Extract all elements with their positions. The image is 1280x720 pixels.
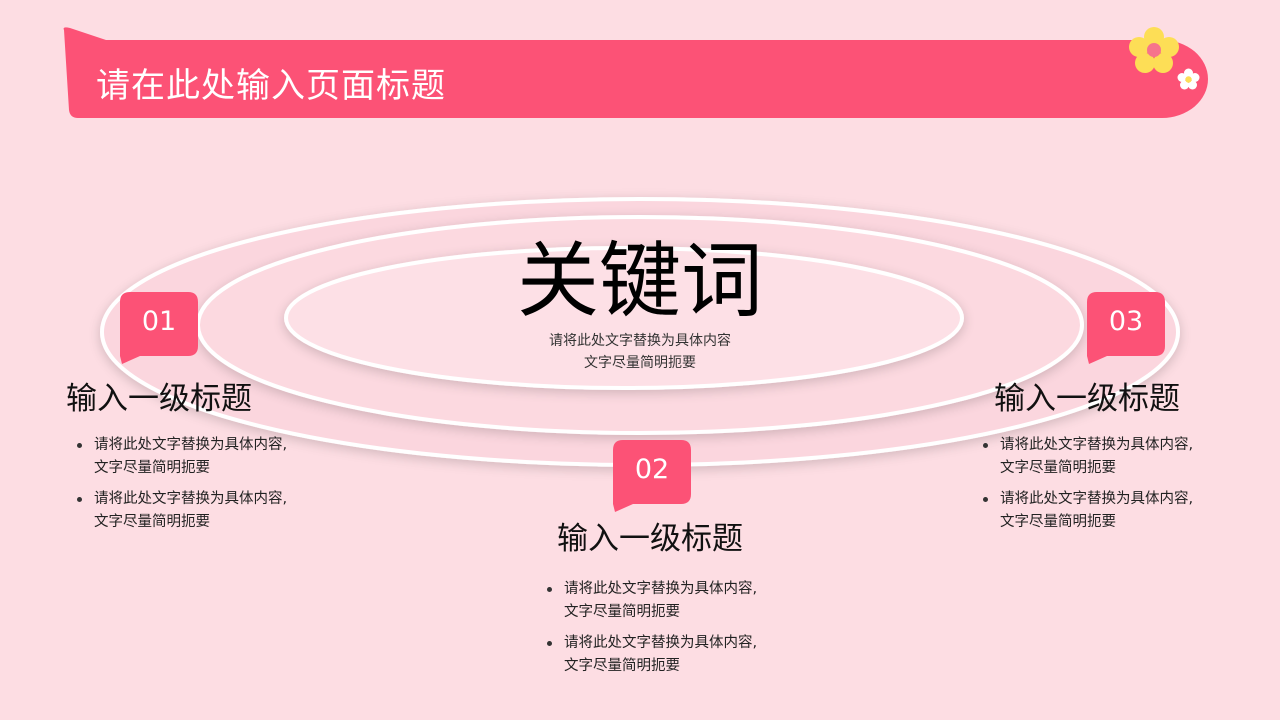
list-item: 请将此处文字替换为具体内容, 文字尽量简明扼要 — [538, 578, 808, 624]
bullet-list: 请将此处文字替换为具体内容, 文字尽量简明扼要 请将此处文字替换为具体内容, 文… — [974, 434, 1244, 542]
number-badge-01: 01 — [120, 292, 198, 372]
bullet-line: 文字尽量简明扼要 — [1000, 514, 1116, 530]
bullet-line: 文字尽量简明扼要 — [94, 514, 210, 530]
badge-number: 01 — [141, 306, 177, 337]
bullet-line: 请将此处文字替换为具体内容, — [564, 635, 758, 651]
number-badge-03: 03 — [1087, 292, 1165, 372]
bullet-icon — [983, 497, 988, 502]
page-title: 请在此处输入页面标题 — [96, 66, 446, 106]
inner-ring — [284, 246, 964, 390]
bullet-line: 文字尽量简明扼要 — [564, 604, 680, 620]
bullet-line: 请将此处文字替换为具体内容, — [1000, 491, 1194, 507]
list-item: 请将此处文字替换为具体内容, 文字尽量简明扼要 — [974, 434, 1244, 480]
keyword-description: 请将此处文字替换为具体内容 文字尽量简明扼要 — [440, 330, 840, 374]
keyword-title: 关键词 — [516, 234, 763, 329]
keyword-desc-line: 文字尽量简明扼要 — [584, 355, 696, 371]
list-item: 请将此处文字替换为具体内容, 文字尽量简明扼要 — [68, 434, 338, 480]
bullet-line: 文字尽量简明扼要 — [94, 460, 210, 476]
bullet-icon — [547, 587, 552, 592]
bullet-list: 请将此处文字替换为具体内容, 文字尽量简明扼要 请将此处文字替换为具体内容, 文… — [538, 578, 808, 686]
number-badge-02: 02 — [613, 440, 691, 520]
bullet-icon — [983, 443, 988, 448]
section-heading: 输入一级标题 — [66, 381, 252, 417]
header-banner — [62, 26, 1210, 119]
list-item: 请将此处文字替换为具体内容, 文字尽量简明扼要 — [538, 632, 808, 678]
badge-number: 02 — [634, 454, 670, 485]
bullet-line: 文字尽量简明扼要 — [564, 658, 680, 674]
bullet-line: 请将此处文字替换为具体内容, — [94, 491, 288, 507]
bullet-icon — [77, 443, 82, 448]
bullet-list: 请将此处文字替换为具体内容, 文字尽量简明扼要 请将此处文字替换为具体内容, 文… — [68, 434, 338, 542]
flower-icon — [1177, 68, 1200, 90]
bullet-icon — [547, 641, 552, 646]
bullet-line: 请将此处文字替换为具体内容, — [564, 581, 758, 597]
list-item: 请将此处文字替换为具体内容, 文字尽量简明扼要 — [68, 488, 338, 534]
bullet-line: 文字尽量简明扼要 — [1000, 460, 1116, 476]
badge-number: 03 — [1108, 306, 1144, 337]
bullet-icon — [77, 497, 82, 502]
bullet-line: 请将此处文字替换为具体内容, — [94, 437, 288, 453]
flower-icon — [1129, 27, 1179, 73]
section-heading: 输入一级标题 — [557, 521, 743, 557]
bullet-line: 请将此处文字替换为具体内容, — [1000, 437, 1194, 453]
list-item: 请将此处文字替换为具体内容, 文字尽量简明扼要 — [974, 488, 1244, 534]
section-heading: 输入一级标题 — [994, 381, 1180, 417]
keyword-desc-line: 请将此处文字替换为具体内容 — [549, 333, 731, 349]
